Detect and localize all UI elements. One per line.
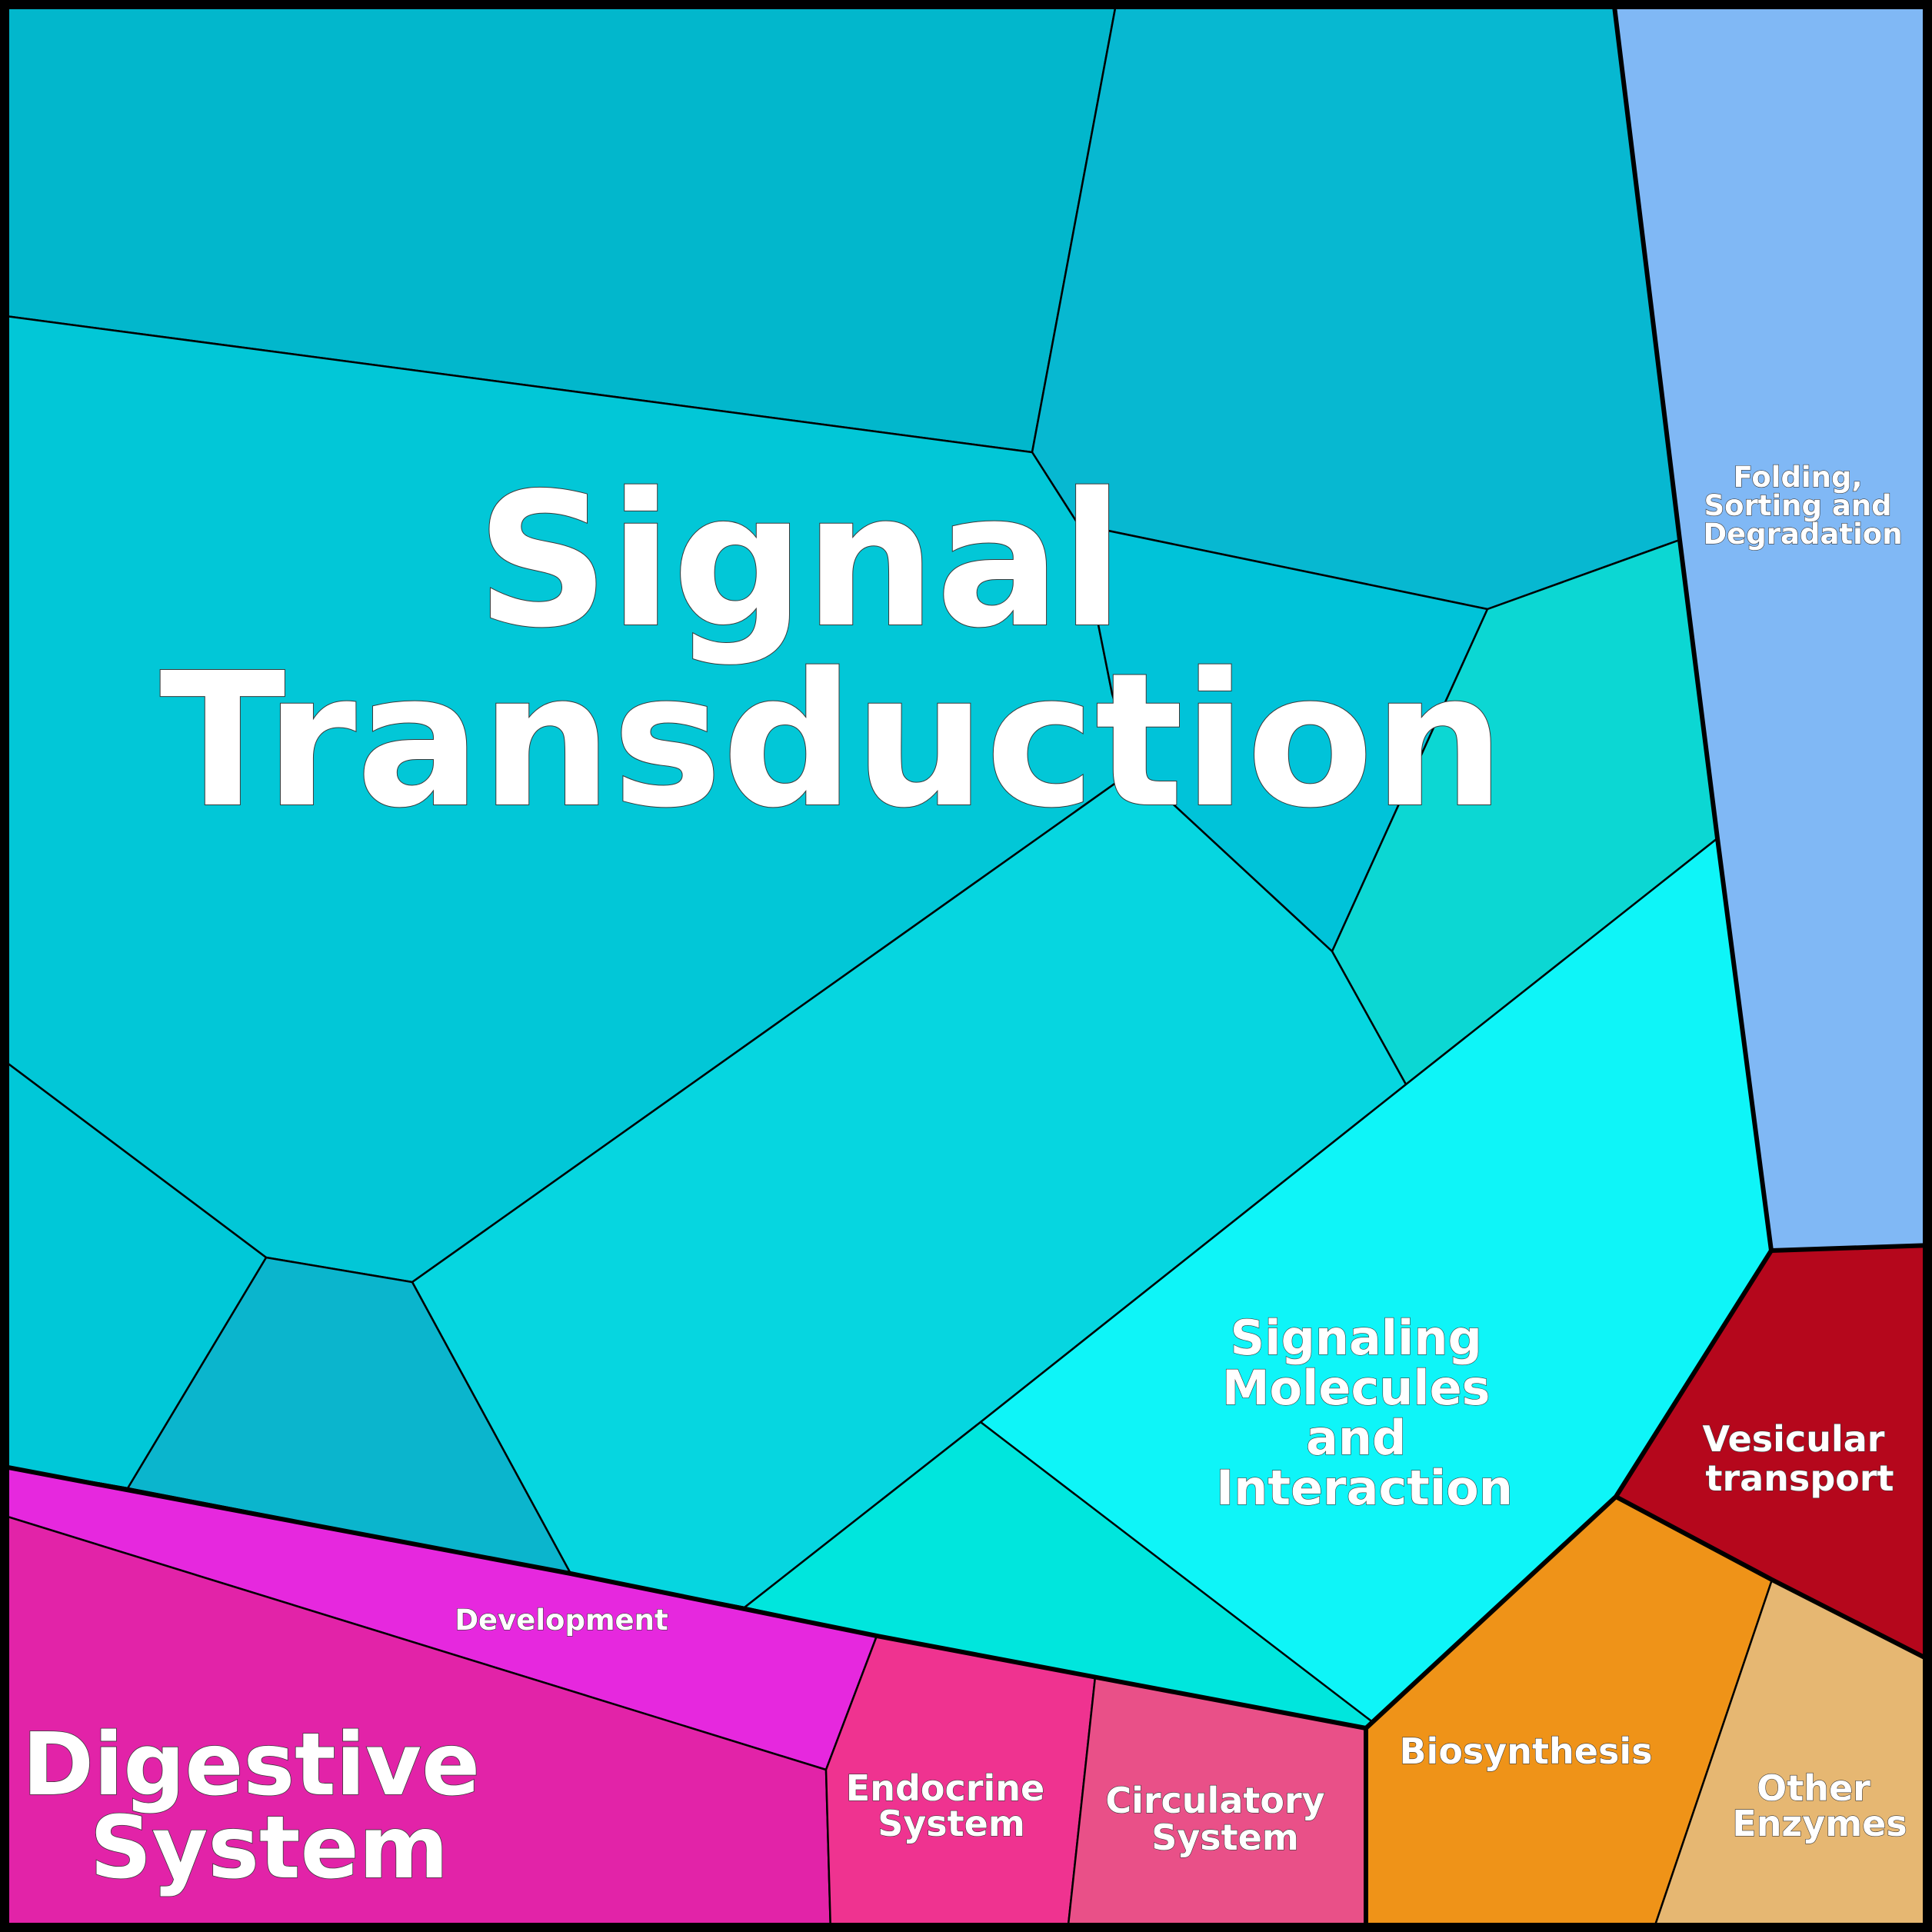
label-line: System <box>90 1798 449 1898</box>
label-line: Signal <box>476 453 1124 668</box>
label-line: Folding, <box>1734 461 1863 494</box>
label-line: Vesicular <box>1703 1418 1885 1460</box>
folding-sorting-degradation-label: Folding, Sorting and Degradation <box>1703 461 1902 551</box>
label-line: Sorting and <box>1704 489 1891 522</box>
signaling-molecules-region <box>743 837 1773 1730</box>
signaling-molecules-label: Signaling Molecules and Interaction <box>1216 1310 1513 1516</box>
endocrine-system-label: Endocrine System <box>846 1767 1057 1844</box>
label-line: Digestive <box>22 1715 480 1815</box>
label-line: Interaction <box>1216 1460 1513 1516</box>
label-line: Transduction <box>159 633 1504 848</box>
label-line: Endocrine <box>846 1767 1044 1809</box>
label-line: Circulatory <box>1105 1780 1324 1821</box>
signal-transduction-label: Signal Transduction <box>159 453 1504 848</box>
label-line: System <box>1151 1817 1299 1858</box>
circulatory-system-label: Circulatory System <box>1105 1780 1337 1858</box>
label-line: Molecules <box>1222 1360 1491 1416</box>
label-line: and <box>1306 1410 1406 1466</box>
labels: Signal Transduction Signaling Molecules … <box>22 452 1907 1899</box>
biosynthesis-label: Biosynthesis <box>1399 1730 1652 1772</box>
label-line: transport <box>1705 1457 1894 1499</box>
label-line: Enzymes <box>1732 1803 1907 1844</box>
label-line: Degradation <box>1703 518 1902 551</box>
label-line: Biosynthesis <box>1399 1730 1652 1772</box>
label-line: Other <box>1757 1767 1870 1809</box>
signal-transduction-region <box>0 0 1719 1609</box>
development-label: Development <box>455 1604 668 1637</box>
label-line: System <box>878 1803 1025 1844</box>
other-enzymes-label: Other Enzymes <box>1732 1767 1907 1844</box>
label-line: Development <box>455 1604 668 1637</box>
vesicular-transport-label: Vesicular transport <box>1703 1418 1897 1499</box>
label-line: Signaling <box>1231 1310 1482 1366</box>
digestive-system-region <box>0 1513 832 1932</box>
digestive-system-label: Digestive System <box>22 1715 510 1898</box>
